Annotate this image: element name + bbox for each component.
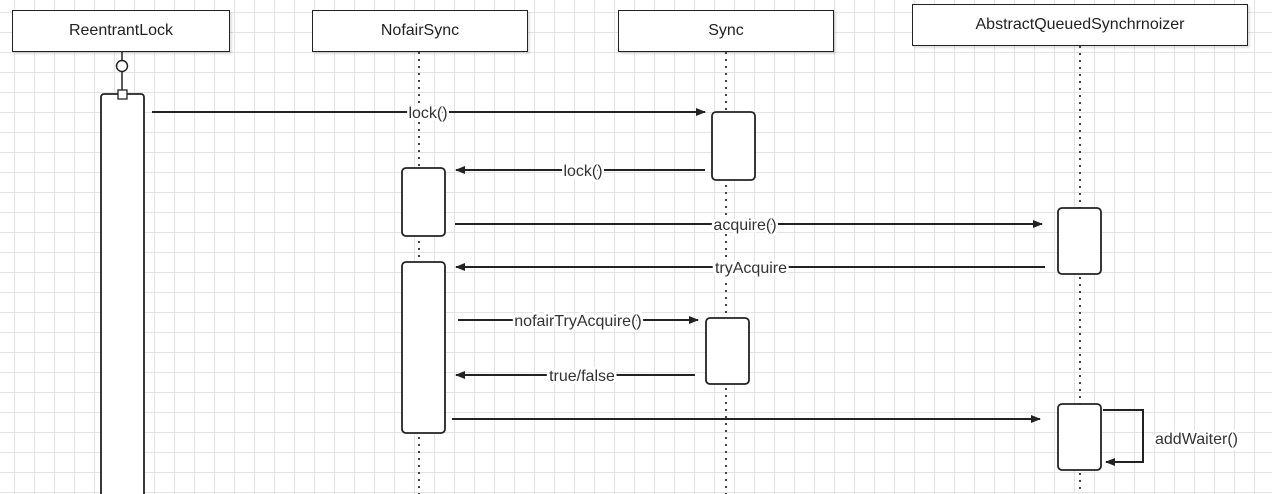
self-message-arrow-addwaiter bbox=[1103, 409, 1144, 466]
lifeline-label: Sync bbox=[708, 22, 744, 39]
activation-box-reentrantlock bbox=[100, 93, 145, 494]
activation-handle bbox=[117, 89, 128, 100]
lifeline-label: AbstractQueuedSynchrnoizer bbox=[975, 16, 1185, 33]
activation-box-sync-1 bbox=[711, 111, 756, 181]
message-label-lock-2: lock() bbox=[563, 163, 602, 180]
message-label-addwaiter: addWaiter() bbox=[1155, 431, 1238, 448]
message-label-nofairtryacquire: nofairTryAcquire() bbox=[514, 313, 641, 330]
lifeline-label: ReentrantLock bbox=[68, 22, 174, 39]
message-label-truefalse: true/false bbox=[549, 368, 615, 385]
message-label-lock-1: lock() bbox=[408, 105, 447, 122]
activation-box-nofairsync-1 bbox=[401, 167, 446, 237]
activation-box-sync-2 bbox=[705, 317, 750, 385]
lifeline-header-reentrantlock[interactable]: ReentrantLock bbox=[12, 10, 230, 52]
lifeline-label: NofairSync bbox=[380, 22, 460, 39]
lifeline-header-sync[interactable]: Sync bbox=[618, 10, 834, 52]
activation-box-aqs-1 bbox=[1057, 207, 1102, 275]
activation-box-nofairsync-2 bbox=[401, 261, 446, 434]
message-label-acquire: acquire() bbox=[713, 217, 776, 234]
lifeline-header-nofairsync[interactable]: NofairSync bbox=[312, 10, 528, 52]
activation-box-aqs-2 bbox=[1057, 403, 1102, 471]
lifeline-header-aqs[interactable]: AbstractQueuedSynchrnoizer bbox=[912, 4, 1248, 46]
lifeline-origin-circle bbox=[115, 59, 129, 73]
message-label-tryacquire: tryAcquire bbox=[715, 260, 787, 277]
